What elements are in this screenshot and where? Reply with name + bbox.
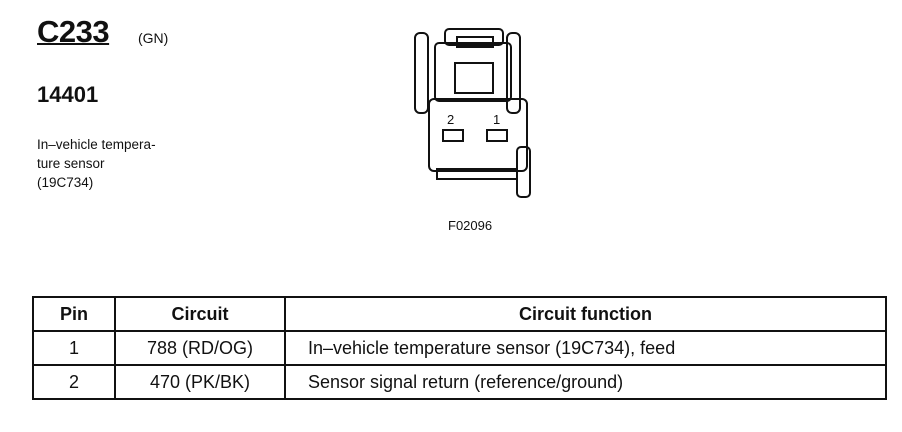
table-header-row: Pin Circuit Circuit function [32,296,887,332]
pin-label-1: 1 [493,112,500,127]
side-key [516,146,531,198]
table-row: 1 788 (RD/OG) In–vehicle temperature sen… [32,330,887,366]
figure-id: F02096 [448,218,493,233]
header-pin: Pin [32,296,116,332]
pin-slot-1 [486,129,508,142]
upper-window [454,62,494,94]
connector-color: (GN) [138,30,169,46]
pin-label-2: 2 [447,112,454,127]
main-body [428,98,528,172]
upper-body [434,42,512,102]
left-latch [414,32,429,114]
cell-function: Sensor signal return (reference/ground) [284,364,887,400]
cell-pin: 1 [32,330,116,366]
header-circuit-function: Circuit function [284,296,887,332]
top-lock [444,28,504,46]
table-row: 2 470 (PK/BK) Sensor signal return (refe… [32,364,887,400]
pin-slot-2 [442,129,464,142]
connector-id: C233 [37,14,110,49]
cell-function: In–vehicle temperature sensor (19C734), … [284,330,887,366]
right-latch [506,32,521,114]
header-circuit: Circuit [114,296,286,332]
part-number: 14401 [37,82,99,107]
cell-circuit: 470 (PK/BK) [114,364,286,400]
pinout-table: Pin Circuit Circuit function 1 788 (RD/O… [32,296,887,400]
connector-description: In–vehicle tempera- ture sensor (19C734) [37,137,156,190]
connector-face-diagram: 2 1 [414,28,531,198]
cell-circuit: 788 (RD/OG) [114,330,286,366]
cell-pin: 2 [32,364,116,400]
